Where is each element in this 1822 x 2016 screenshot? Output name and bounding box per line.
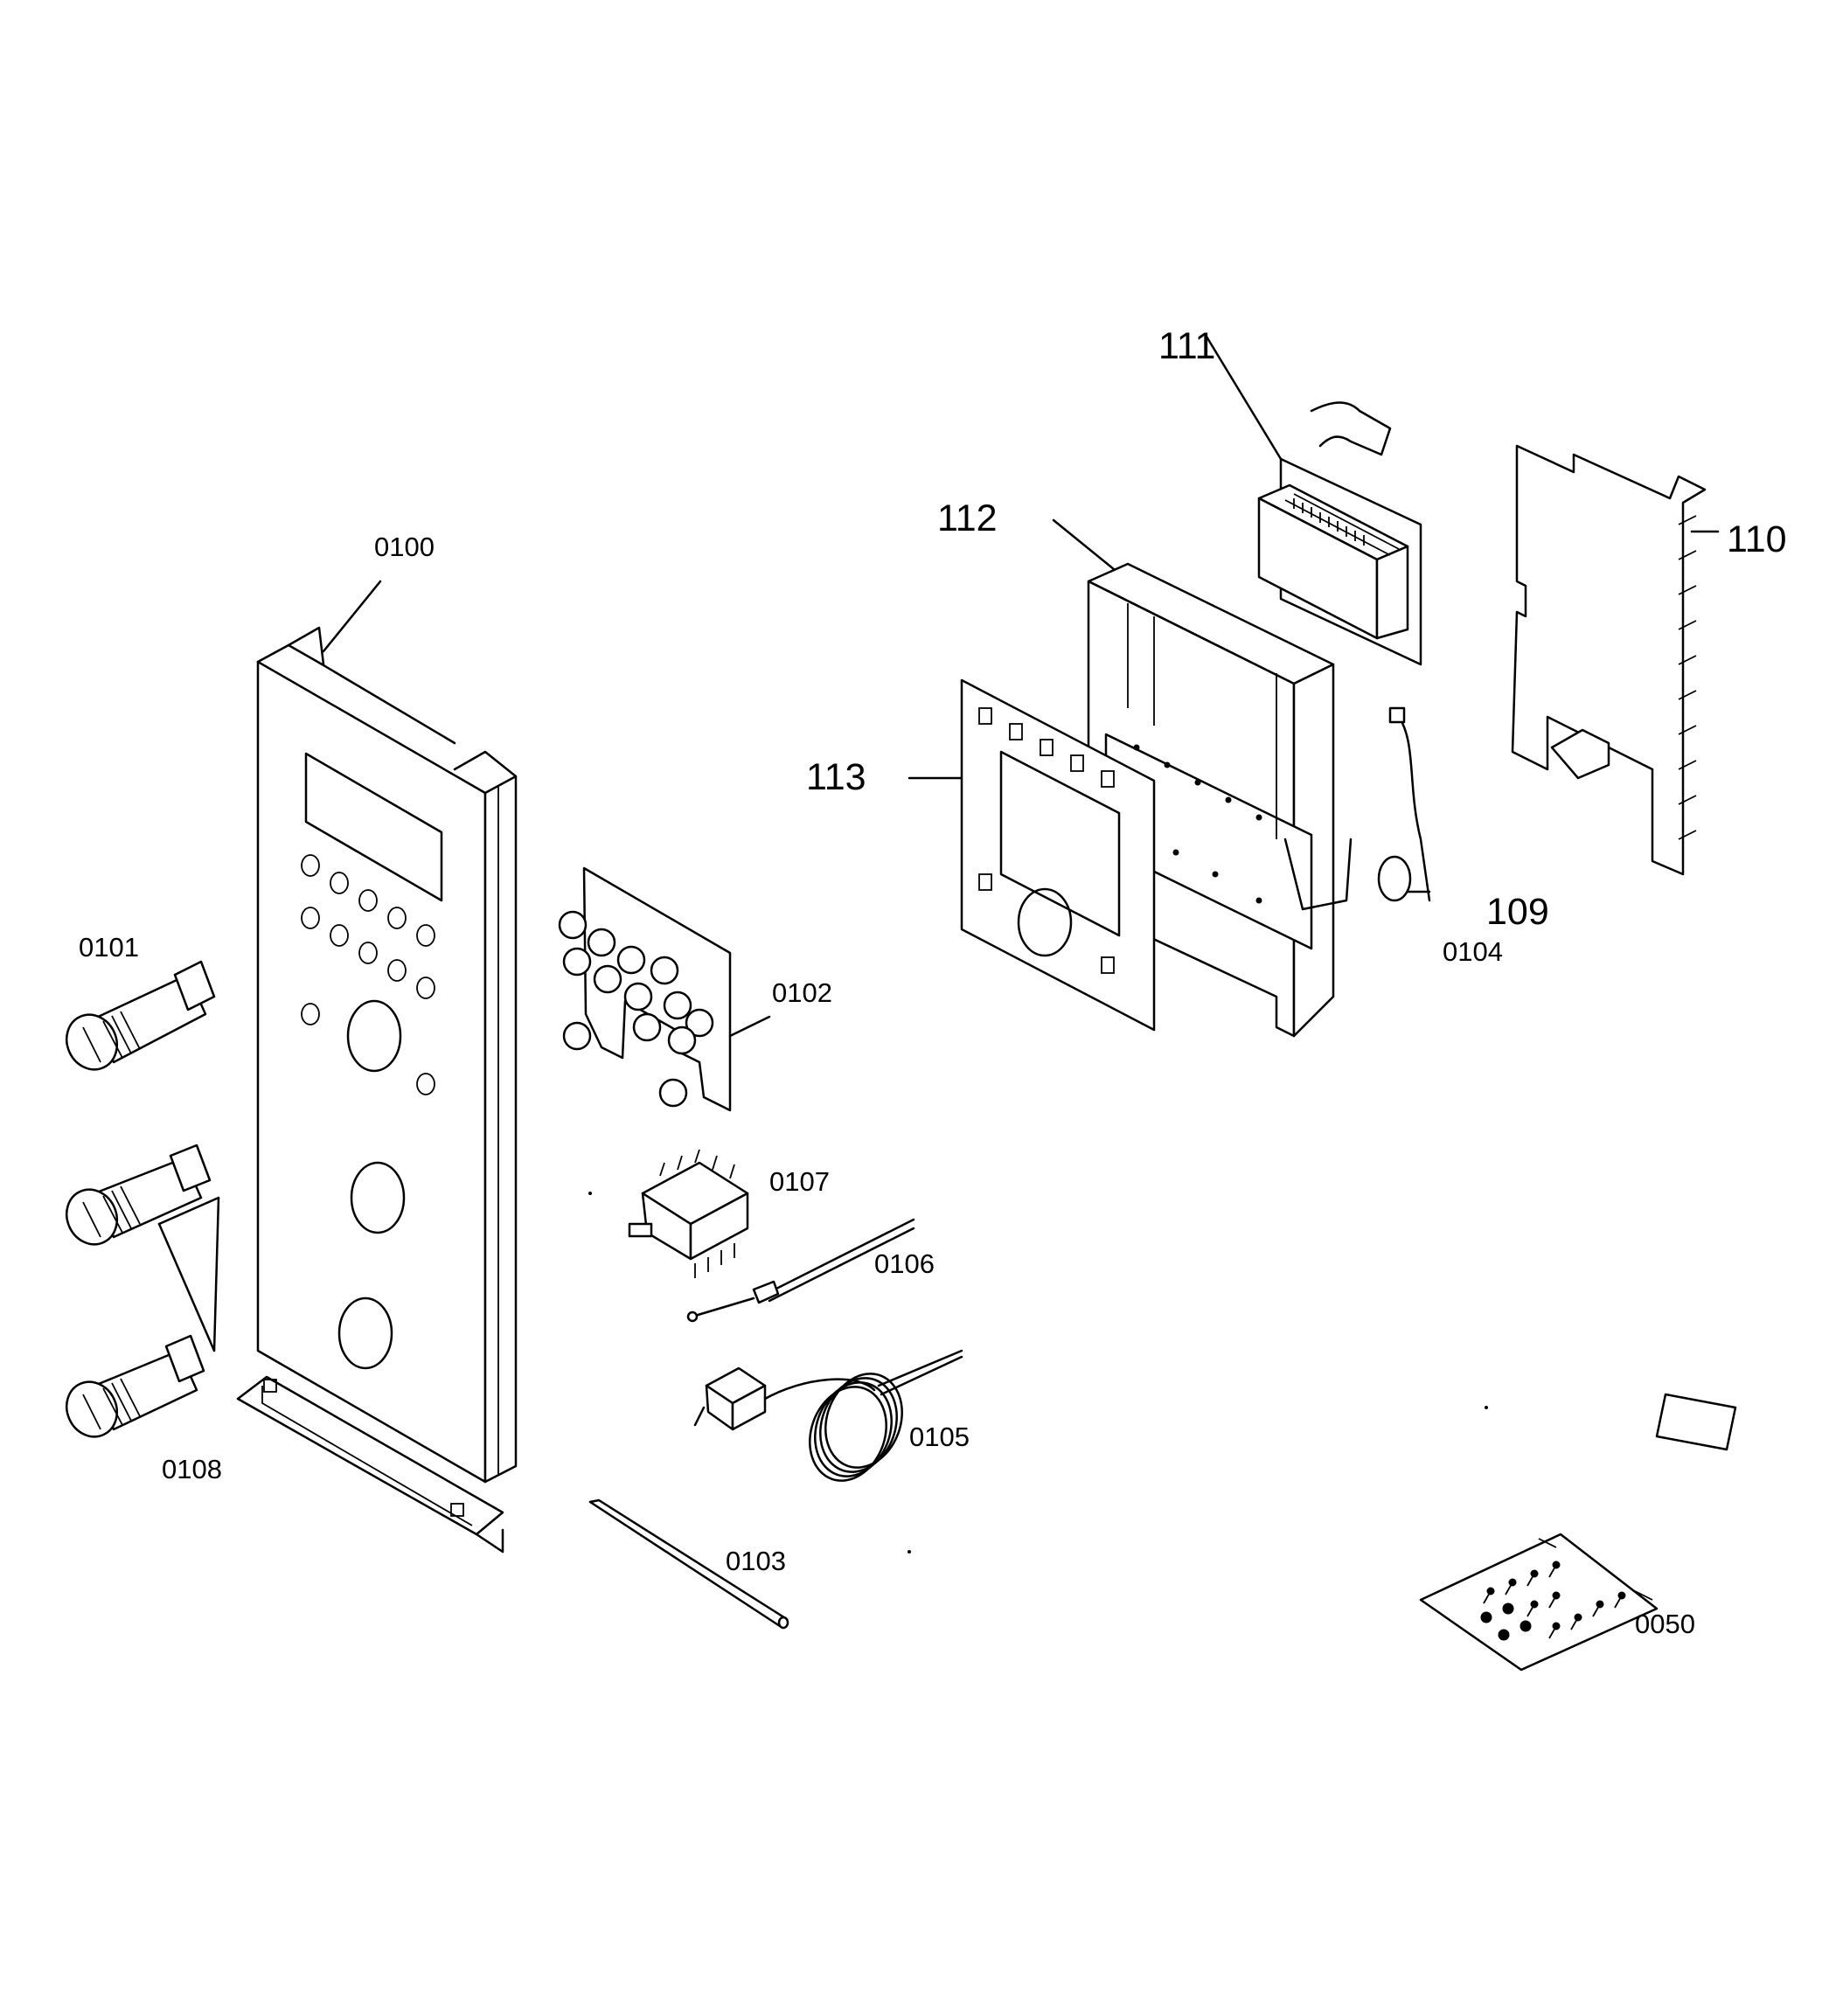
callout-110: 110	[1727, 518, 1787, 560]
leader-lines	[157, 335, 1720, 1352]
label-card	[1655, 1393, 1737, 1451]
cover-plate-110	[1511, 444, 1707, 876]
callout-109: 109	[1486, 891, 1549, 933]
callout-0105: 0105	[909, 1422, 970, 1452]
callout-0103: 0103	[726, 1546, 786, 1576]
callout-0101: 0101	[79, 932, 139, 963]
callout-0108: 0108	[162, 1454, 222, 1484]
callout-0106: 0106	[874, 1248, 935, 1279]
knob-0108-b	[65, 1334, 205, 1438]
selector-switch-0107	[628, 1149, 749, 1278]
callout-113: 113	[806, 756, 866, 798]
rod-0103	[588, 1498, 789, 1630]
callout-0107: 0107	[769, 1166, 830, 1197]
callout-111: 111	[1158, 325, 1216, 367]
callout-0050: 0050	[1635, 1609, 1695, 1639]
hardware-bag-0050	[1419, 1533, 1659, 1672]
front-panel-0100	[236, 626, 518, 1554]
control-module-111	[1257, 401, 1422, 666]
callout-112: 112	[937, 497, 998, 539]
keypad-board-0102	[558, 866, 732, 1112]
knob-0108-a	[65, 1144, 212, 1246]
display-bezel-113	[960, 678, 1156, 1032]
thermostat-0105	[693, 1349, 963, 1482]
knob-0101	[65, 960, 216, 1071]
callout-0102: 0102	[772, 977, 832, 1008]
callout-0100: 0100	[374, 532, 435, 562]
callout-0104: 0104	[1443, 936, 1503, 967]
temperature-sensor-0106	[686, 1218, 915, 1323]
